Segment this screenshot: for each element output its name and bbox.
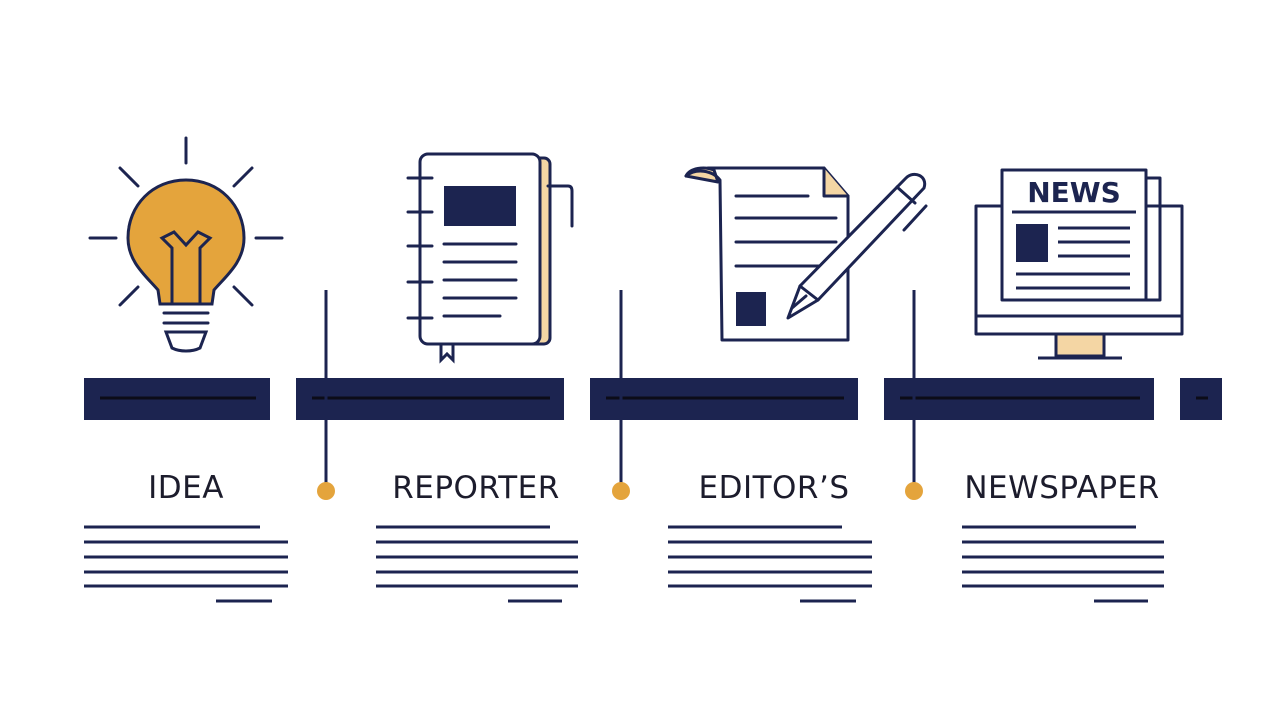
stage-label-idea: IDEA [148,470,224,506]
newspaper-masthead: NEWS [1027,176,1121,209]
timeline-dot [905,482,923,500]
stage-description-lines [84,525,1164,603]
timeline-dot [612,482,630,500]
stage-label-newspaper: NEWSPAPER [964,470,1160,506]
newspaper-monitor-icon: NEWS [974,168,1184,360]
timeline-dot [317,482,335,500]
timeline-bar [84,378,1222,420]
timeline-connectors [317,290,923,500]
stage-label-reporter: REPORTER [392,470,560,506]
lightbulb-icon [88,136,284,353]
document-with-pen-icon [684,166,928,342]
stage-label-editors: EDITOR’S [698,470,850,506]
notebook-icon [406,152,574,364]
